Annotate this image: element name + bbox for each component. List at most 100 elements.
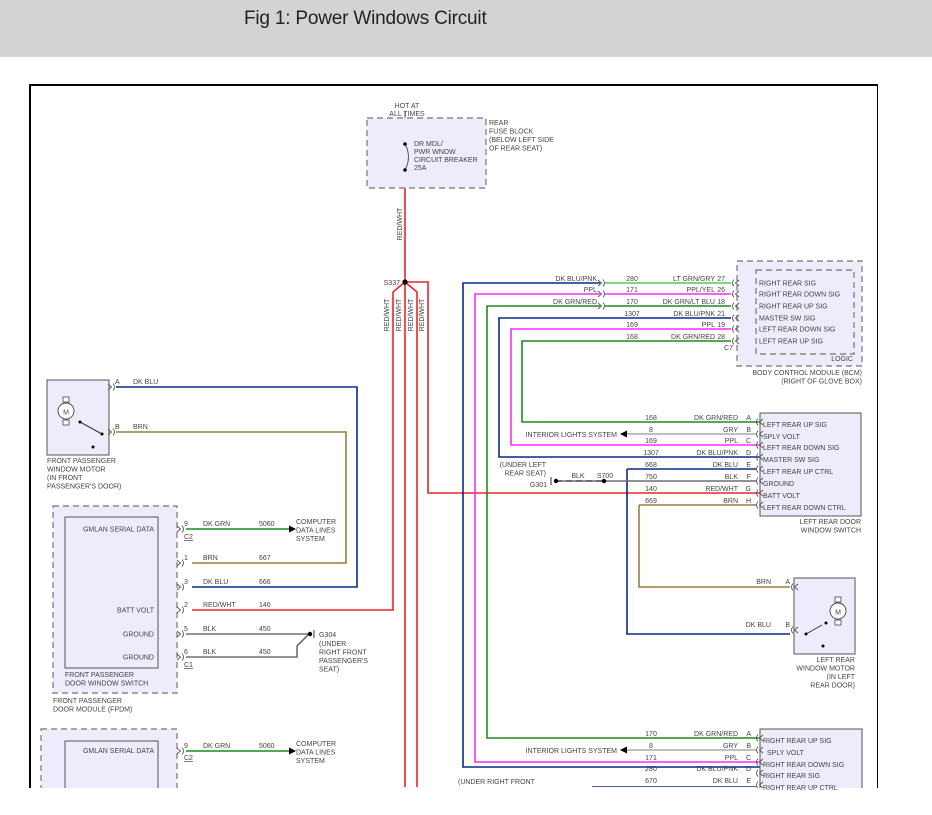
bcm-wire-color: DK GRN/RED bbox=[553, 299, 597, 306]
bcm-circuit-number: 169 bbox=[626, 322, 638, 329]
lr-wire-color: RED/WHT bbox=[705, 486, 738, 493]
bcm-connector-icon bbox=[732, 314, 735, 322]
rr-switch-connector-icon bbox=[756, 734, 759, 742]
dm-data-lines-arrow-icon bbox=[289, 747, 296, 755]
lr-circuit-number: 140 bbox=[645, 486, 657, 493]
lr-wire-color: DK BLU bbox=[713, 462, 738, 469]
lr-switch-connector-icon bbox=[758, 441, 764, 449]
bcm-name-label: (RIGHT OF GLOVE BOX) bbox=[781, 379, 862, 386]
bcm-pin-number: 18 bbox=[717, 299, 725, 306]
lr-switch-connector-icon bbox=[756, 430, 759, 438]
hot-at-all-times-label: HOT AT bbox=[395, 103, 420, 110]
fpdm-circuit-number: 450 bbox=[259, 649, 271, 656]
rr-switch-connector-icon bbox=[758, 758, 764, 766]
lr-motor-name: REAR DOOR) bbox=[810, 683, 855, 690]
brn-lr-motor-wire bbox=[638, 505, 790, 588]
left-rear-door-window-switch bbox=[759, 412, 862, 517]
lr-pin-letter: A bbox=[746, 415, 751, 422]
fuse-block-location-label: FUSE BLOCK bbox=[489, 129, 534, 136]
dm-data-lines-destination: DATA LINES bbox=[296, 750, 336, 757]
fpdm-signal-label: GROUND bbox=[123, 632, 154, 639]
bcm-name-label: BODY CONTROL MODULE (BCM) bbox=[752, 370, 862, 377]
front-passenger-door-window-switch bbox=[64, 516, 159, 669]
fpdm-wire-color: DK GRN bbox=[203, 521, 230, 528]
bcm-circuit-number: 280 bbox=[626, 276, 638, 283]
rr-circuit-number: 280 bbox=[645, 766, 657, 773]
bcm-wire-color: PPL/YEL bbox=[687, 287, 716, 294]
inline-connector-icon bbox=[602, 279, 605, 287]
ground-location-label: PASSENGER'S bbox=[319, 658, 368, 665]
rr-switch-connector-icon bbox=[756, 746, 759, 754]
fpdm-module-name: FRONT PASSENGER bbox=[53, 698, 122, 705]
bcm-circuit-number: 170 bbox=[626, 299, 638, 306]
lr-switch-connector-icon bbox=[756, 465, 759, 473]
dm-circuit-number: 5060 bbox=[259, 743, 275, 750]
lr-switch-connector-icon bbox=[758, 453, 764, 461]
fpdm-wire-color: RED/WHT bbox=[203, 602, 236, 609]
fpdm-connector-icon bbox=[181, 583, 184, 591]
bcm-signal-label: MASTER SW SIG bbox=[759, 316, 815, 323]
rr-switch-connector-icon bbox=[758, 734, 764, 742]
figure-title: Fig 1: Power Windows Circuit bbox=[244, 8, 487, 29]
lr-motor-connector-a bbox=[793, 583, 799, 591]
bcm-signal-label: LEFT REAR UP SIG bbox=[759, 339, 823, 346]
wire-color-label: RED/WHT bbox=[408, 298, 415, 331]
bcm-pin-number: 26 bbox=[717, 287, 725, 294]
lr-switch-terminal bbox=[804, 632, 808, 636]
ppl-169-wire bbox=[510, 328, 760, 446]
lr-circuit-number: 8 bbox=[649, 427, 653, 434]
ground-wire-color: BLK bbox=[571, 473, 585, 480]
fp-motor-name: (IN FRONT bbox=[47, 475, 83, 482]
fp-switch-terminal bbox=[100, 432, 104, 436]
rr-switch-connector-icon bbox=[758, 781, 764, 789]
bcm-connector-icon bbox=[732, 337, 735, 345]
rr-circuit-number: 170 bbox=[645, 731, 657, 738]
bcm-connector-icon bbox=[734, 302, 740, 310]
wire-color-label: BRN bbox=[133, 424, 148, 431]
lr-wire-color: DK GRN/RED bbox=[694, 415, 738, 422]
lr-switch-connector-icon bbox=[758, 489, 764, 497]
lr-switch-connector-icon bbox=[756, 418, 759, 426]
dk-grn-red-170-wire bbox=[486, 305, 760, 739]
fpdm-connector-icon bbox=[181, 606, 184, 614]
wire-color-label: RED/WHT bbox=[384, 298, 391, 331]
lr-switch-connector-icon bbox=[756, 489, 759, 497]
fp-motor-icon bbox=[57, 402, 75, 420]
motor-symbol: M bbox=[835, 610, 841, 617]
g301-label: G301 bbox=[530, 482, 547, 489]
interior-lights-label: INTERIOR LIGHTS SYSTEM bbox=[526, 432, 618, 439]
bcm-circuit-number: 171 bbox=[626, 287, 638, 294]
bcm-wire-color: DK GRN/LT BLU bbox=[663, 299, 715, 306]
dk-grn-red-168-wire bbox=[521, 340, 760, 423]
circuit-breaker-label: PWR WNDW bbox=[414, 149, 456, 156]
data-lines-arrow-icon bbox=[289, 525, 296, 533]
wire-color-label: RED/WHT bbox=[397, 207, 404, 240]
lr-motor-name: LEFT REAR bbox=[817, 657, 855, 664]
rr-circuit-number: 670 bbox=[645, 778, 657, 785]
fuse-block-location-label: (BELOW LEFT SIDE bbox=[489, 137, 554, 144]
g301-location-label: (UNDER LEFT bbox=[500, 462, 547, 469]
lr-wire-color: GRY bbox=[723, 427, 738, 434]
ground-name-label: G304 bbox=[319, 632, 336, 639]
left-rear-window-motor bbox=[793, 577, 856, 655]
rr-switch-connector-icon bbox=[758, 769, 764, 777]
lr-circuit-number: 168 bbox=[645, 415, 657, 422]
dm-pin-number: 9 bbox=[184, 743, 188, 750]
s700-label: S700 bbox=[597, 473, 613, 480]
lr-signal-label: GROUND bbox=[763, 481, 794, 488]
inline-connector-icon bbox=[597, 279, 603, 287]
rr-signal-label: RIGHT REAR DOWN SIG bbox=[763, 762, 844, 769]
ground-g304-icon bbox=[307, 631, 313, 637]
lr-switch-connector-icon bbox=[756, 501, 759, 509]
bcm-logic-block bbox=[755, 269, 855, 355]
lr-signal-label: SPLY VOLT bbox=[763, 434, 801, 441]
fp-motor-name: WINDOW MOTOR bbox=[47, 467, 106, 474]
fpdm-connector-icon bbox=[181, 559, 184, 567]
wire-color-label: DK BLU bbox=[133, 379, 158, 386]
lr-wire-color: BLK bbox=[725, 474, 739, 481]
inline-connector-icon bbox=[597, 290, 603, 298]
fp-motor-connector-b bbox=[107, 428, 113, 436]
bcm-signal-label: RIGHT REAR DOWN SIG bbox=[759, 292, 840, 299]
red-wht-lr-switch-wire bbox=[405, 281, 760, 494]
bcm-connector-icon bbox=[732, 279, 735, 287]
